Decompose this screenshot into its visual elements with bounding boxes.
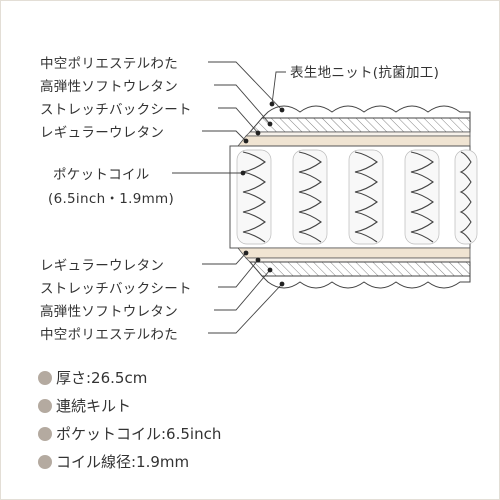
label-pocket-coil: ポケットコイル <box>53 167 150 183</box>
top-back-sheet-layer <box>245 131 471 137</box>
top-regular-urethane-layer <box>237 135 471 147</box>
bottom-soft-urethane-layer <box>248 261 471 277</box>
spec-pocket-coil-text: ポケットコイル:6.5inch <box>56 425 222 443</box>
bullet-dot-icon <box>38 370 52 385</box>
label-top-back-sheet: ストレッチバックシート <box>40 102 192 118</box>
label-bottom-soft-urethane: 高弾性ソフトウレタン <box>40 304 178 320</box>
leader-dots-top <box>243 101 285 144</box>
bottom-back-sheet-layer <box>245 257 471 263</box>
spec-wire-gauge-text: コイル線径:1.9mm <box>56 453 190 471</box>
bullet-dot-icon <box>38 454 52 469</box>
coil-pocket <box>348 149 384 245</box>
top-quilt-layer <box>260 105 471 119</box>
bottom-quilt-layer <box>260 275 471 289</box>
coil-pocket <box>292 149 328 245</box>
leader-lines-bottom <box>202 252 283 334</box>
leader-lines-top <box>202 61 286 142</box>
spec-thickness-text: 厚さ:26.5cm <box>56 369 148 387</box>
leader-dot-coil <box>240 170 246 176</box>
label-surface-knit: 表生地ニット(抗菌加工) <box>290 65 440 81</box>
label-top-regular-urethane: レギュラーウレタン <box>40 125 165 141</box>
bullet-dot-icon <box>38 398 52 413</box>
bullet-dot-icon <box>38 426 52 441</box>
label-bottom-back-sheet: ストレッチバックシート <box>40 281 192 297</box>
coil-spring <box>354 151 378 243</box>
label-pocket-coil-spec: (6.5inch・1.9mm) <box>48 191 175 207</box>
label-bottom-regular-urethane: レギュラーウレタン <box>40 258 165 274</box>
coil-spring <box>242 151 266 243</box>
spec-quilt: 連続キルト <box>38 395 131 416</box>
coil-spring <box>459 151 472 243</box>
label-top-soft-urethane: 高弾性ソフトウレタン <box>40 79 178 95</box>
coil-pocket <box>454 149 478 245</box>
coil-spring <box>410 151 434 243</box>
coil-pocket <box>236 149 272 245</box>
label-bottom-hollow-polyester: 中空ポリエステルわた <box>40 327 178 343</box>
label-top-hollow-polyester: 中空ポリエステルわた <box>40 56 178 72</box>
spec-pocket-coil: ポケットコイル:6.5inch <box>38 423 221 444</box>
coil-pocket <box>404 149 440 245</box>
spec-wire-gauge: コイル線径:1.9mm <box>38 451 189 472</box>
spec-thickness: 厚さ:26.5cm <box>38 367 147 388</box>
coil-spring <box>298 151 322 243</box>
leader-dots-bottom <box>243 250 285 287</box>
bottom-regular-urethane-layer <box>237 247 471 259</box>
top-soft-urethane-layer <box>248 117 471 133</box>
spec-quilt-text: 連続キルト <box>56 397 132 415</box>
coil-group <box>236 149 478 245</box>
